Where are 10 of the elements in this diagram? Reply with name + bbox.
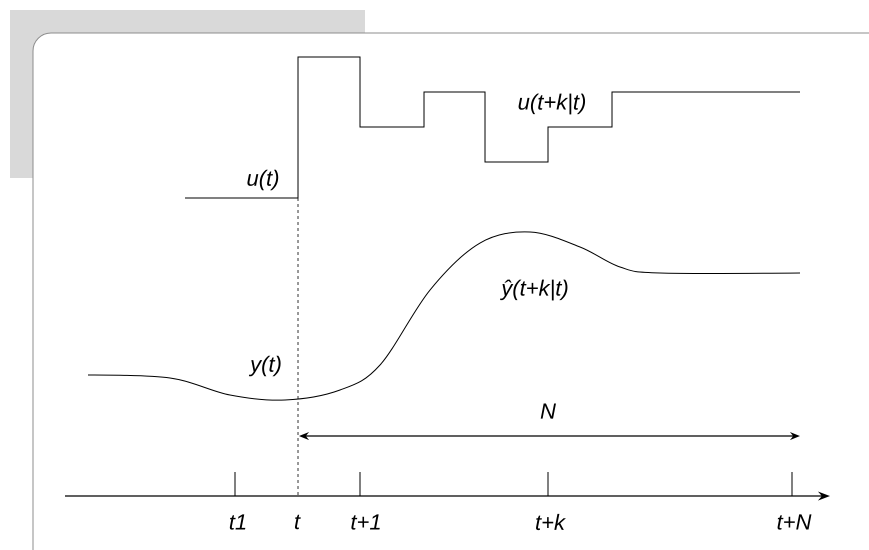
curve-label: y(t) xyxy=(248,356,281,376)
curve-label: u(t+k|t) xyxy=(518,94,586,114)
curve-label: u(t) xyxy=(247,170,278,190)
tick-label: t xyxy=(294,514,301,530)
span-label: N xyxy=(540,403,556,419)
tick-label: t+1 xyxy=(351,514,380,530)
tick-label: t1 xyxy=(230,514,246,530)
curve-label: ŷ(t+k|t) xyxy=(500,280,568,300)
tick-label: t+k xyxy=(536,514,566,530)
tick-label: t+N xyxy=(778,514,812,530)
